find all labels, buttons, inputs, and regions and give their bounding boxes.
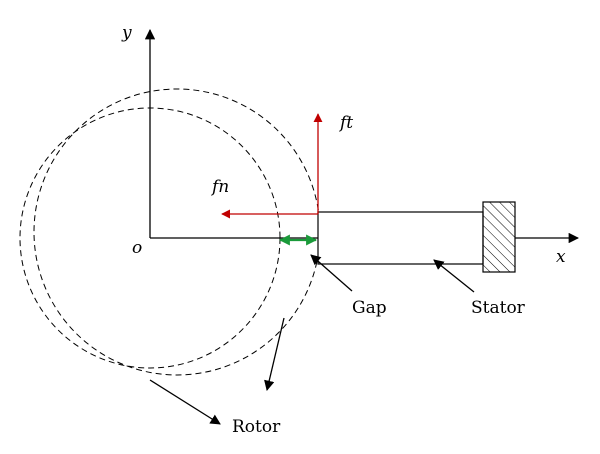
ft-label: ft	[338, 113, 353, 133]
stator-pointer-arrow	[433, 259, 475, 293]
rotor-circle-offset	[33, 88, 321, 376]
stator-label: Stator	[471, 298, 526, 318]
stator-block	[482, 201, 516, 273]
x-axis-label: x	[556, 247, 566, 267]
gap-pointer-arrow	[310, 254, 353, 292]
y-axis-label: y	[121, 23, 132, 43]
rotor-pointer-arrow-2	[264, 317, 285, 392]
gap-label: Gap	[352, 298, 387, 318]
fn-label: fn	[210, 177, 229, 197]
rotor-pointer-arrow-1	[149, 379, 221, 425]
stator-rod	[317, 211, 484, 265]
origin-label: o	[132, 238, 142, 258]
rotor-label: Rotor	[232, 417, 281, 437]
